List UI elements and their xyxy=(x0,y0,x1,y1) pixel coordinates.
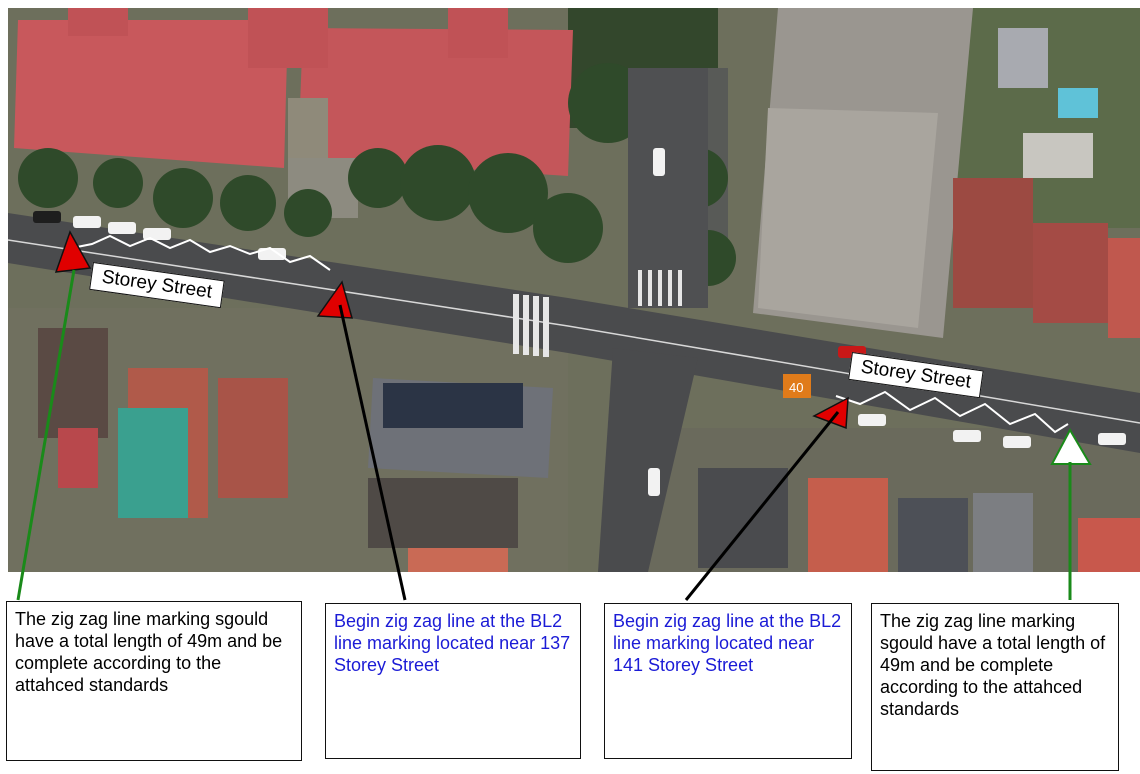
school-roof-west xyxy=(14,20,288,168)
speed-zone-marking xyxy=(783,374,811,398)
pedestrian-crossing xyxy=(513,294,549,357)
school-link xyxy=(288,98,328,158)
cross-street-road xyxy=(598,348,698,572)
pedestrian-crossing-north xyxy=(638,270,682,306)
school-roof-wing xyxy=(248,8,328,68)
school-roof-wing xyxy=(68,8,128,36)
houses-northeast xyxy=(953,28,1140,338)
commercial-roof-lower xyxy=(758,108,938,328)
callout-zigzag-length-west: The zig zag line marking sgould have a t… xyxy=(6,601,302,761)
school-roof-wing xyxy=(448,8,508,58)
callout-zigzag-length-east: The zig zag line marking sgould have a t… xyxy=(871,603,1119,771)
callout-begin-137: Begin zig zag line at the BL2 line marki… xyxy=(325,603,581,759)
callout-begin-141: Begin zig zag line at the BL2 line marki… xyxy=(604,603,852,759)
speed-zone-text: 40 xyxy=(789,380,803,395)
school-roof-east xyxy=(298,28,573,176)
parked-car-dark xyxy=(33,211,61,223)
north-side-street xyxy=(628,68,708,308)
